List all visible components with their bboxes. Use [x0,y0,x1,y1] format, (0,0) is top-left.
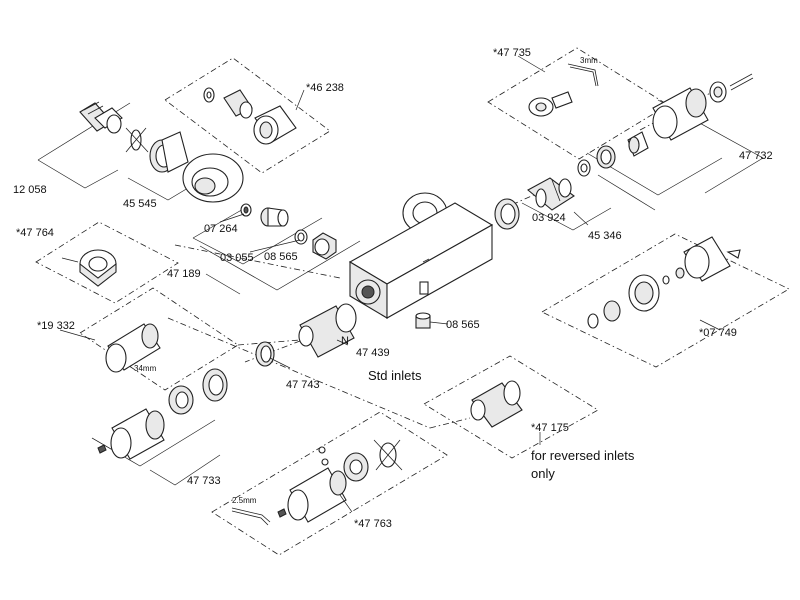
mixer-valve-body [348,192,494,319]
label-07264: 07 264 [204,223,238,235]
label-03924: 03 924 [532,212,566,224]
dim-3mm: 3mm [580,56,598,65]
label-07749: *07 749 [699,327,737,339]
label-03055: 03 055 [220,252,254,264]
ring-47743 [255,341,275,367]
handle-47733 [97,408,165,460]
label-08565b: 08 565 [446,319,480,331]
n-marker: N [341,335,349,347]
label-45545: 45 545 [123,198,157,210]
kit-box-47735 [487,47,669,160]
cartridge-03924 [527,177,575,211]
nut-47189 [312,232,337,260]
oring-08565 [294,229,308,245]
label-47732: 47 732 [739,150,773,162]
std-inlets-note: Std inlets [368,368,422,383]
kit-box-19332 [79,287,239,391]
label-47735: *47 735 [493,47,531,59]
label-45346: 45 346 [588,230,622,242]
label-47189: 47 189 [167,268,201,280]
inlet-elbow-45545 [149,131,189,173]
crossed-washer [125,127,149,153]
nut-right [596,145,616,169]
label-12058: 12 058 [13,184,47,196]
kit-47175-parts [470,380,523,428]
inlet-union-12058 [79,101,123,134]
label-47175: *47 175 [531,422,569,434]
dim-34mm: 34mm [134,364,157,373]
label-19332: *19 332 [37,320,75,332]
check-valve-03055 [260,207,289,227]
kit-box-47764 [35,221,179,304]
kit-47764-parts [79,249,117,287]
kit-19332-parts [105,323,161,373]
kit-box-07749 [541,233,790,368]
kit-47735-parts [528,63,599,117]
label-47733: 47 733 [187,475,221,487]
label-46238: *46 238 [306,82,344,94]
label-47763: *47 763 [354,518,392,530]
dim-2-5mm: 2.5mm [232,496,257,505]
kit-box-47763 [211,411,448,556]
leader-lines [59,55,721,513]
label-47439: 47 439 [356,347,390,359]
label-47764: *47 764 [16,227,54,239]
temp-ring-47733 [168,368,228,415]
label-47743: 47 743 [286,379,320,391]
cap-screw-right [709,73,754,103]
spindle-47732 [627,87,709,157]
kit-47763-parts [231,439,403,526]
kit-07749-parts [587,236,741,329]
kit-46238-parts [203,87,297,145]
seal-07264 [240,203,252,217]
ring-nut-right [494,198,520,230]
cartridge-47439 [298,303,357,358]
reversed-inlets-note: for reversed inlets [531,448,635,463]
cover-flange [182,153,244,203]
oring-right [577,159,591,177]
reversed-inlets-note-2: only [531,466,555,481]
label-08565a: 08 565 [264,251,298,263]
plug-08565 [415,312,431,329]
